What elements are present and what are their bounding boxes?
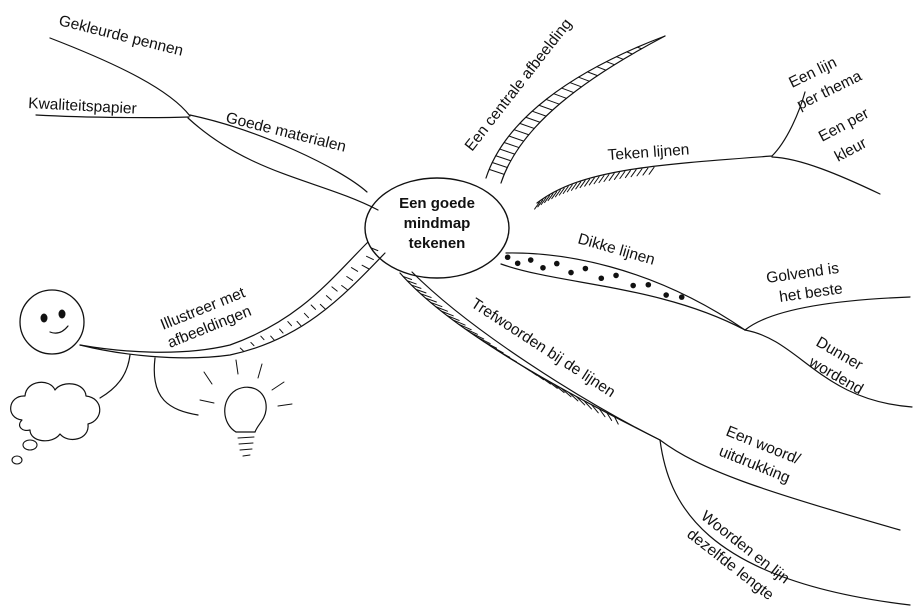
branch-thick-lines: Dikke lijnen Golvend is het beste Dunner… xyxy=(500,231,913,408)
thought-cloud-icon xyxy=(10,381,101,465)
branch-thick-lines-label: Dikke lijnen xyxy=(576,231,657,269)
leaf-one-per-color-2: kleur xyxy=(832,135,870,166)
central-node-line-3: tekenen xyxy=(409,235,466,252)
smiley-face-icon xyxy=(19,289,85,355)
central-node-line-1: Een goede xyxy=(399,195,475,212)
central-node: Een goede mindmap tekenen xyxy=(364,177,510,279)
branch-materials: Goede materialen Gekleurde pennen Kwalit… xyxy=(28,12,379,211)
branch-draw-lines: Teken lijnen Een lijn per thema Een per … xyxy=(534,54,881,210)
branch-materials-label: Goede materialen xyxy=(224,109,348,155)
branch-illustrate: Illustreer met afbeeldingen xyxy=(79,241,386,416)
leaf-quality-paper: Kwaliteitspapier xyxy=(28,95,137,118)
thick-line-dots xyxy=(504,254,685,300)
branch-central-image-label: Een centrale afbeelding xyxy=(462,16,576,155)
leaf-colored-pens: Gekleurde pennen xyxy=(57,12,185,59)
branch-draw-lines-label: Teken lijnen xyxy=(607,141,690,164)
lightbulb-icon xyxy=(199,359,293,457)
branch-keywords: Trefwoorden bij de lijnen Een woord/ uit… xyxy=(399,271,911,606)
central-node-line-2: mindmap xyxy=(404,215,471,232)
leaf-wavy-best-2: het beste xyxy=(778,280,844,306)
branch-keywords-label: Trefwoorden bij de lijnen xyxy=(468,295,618,401)
